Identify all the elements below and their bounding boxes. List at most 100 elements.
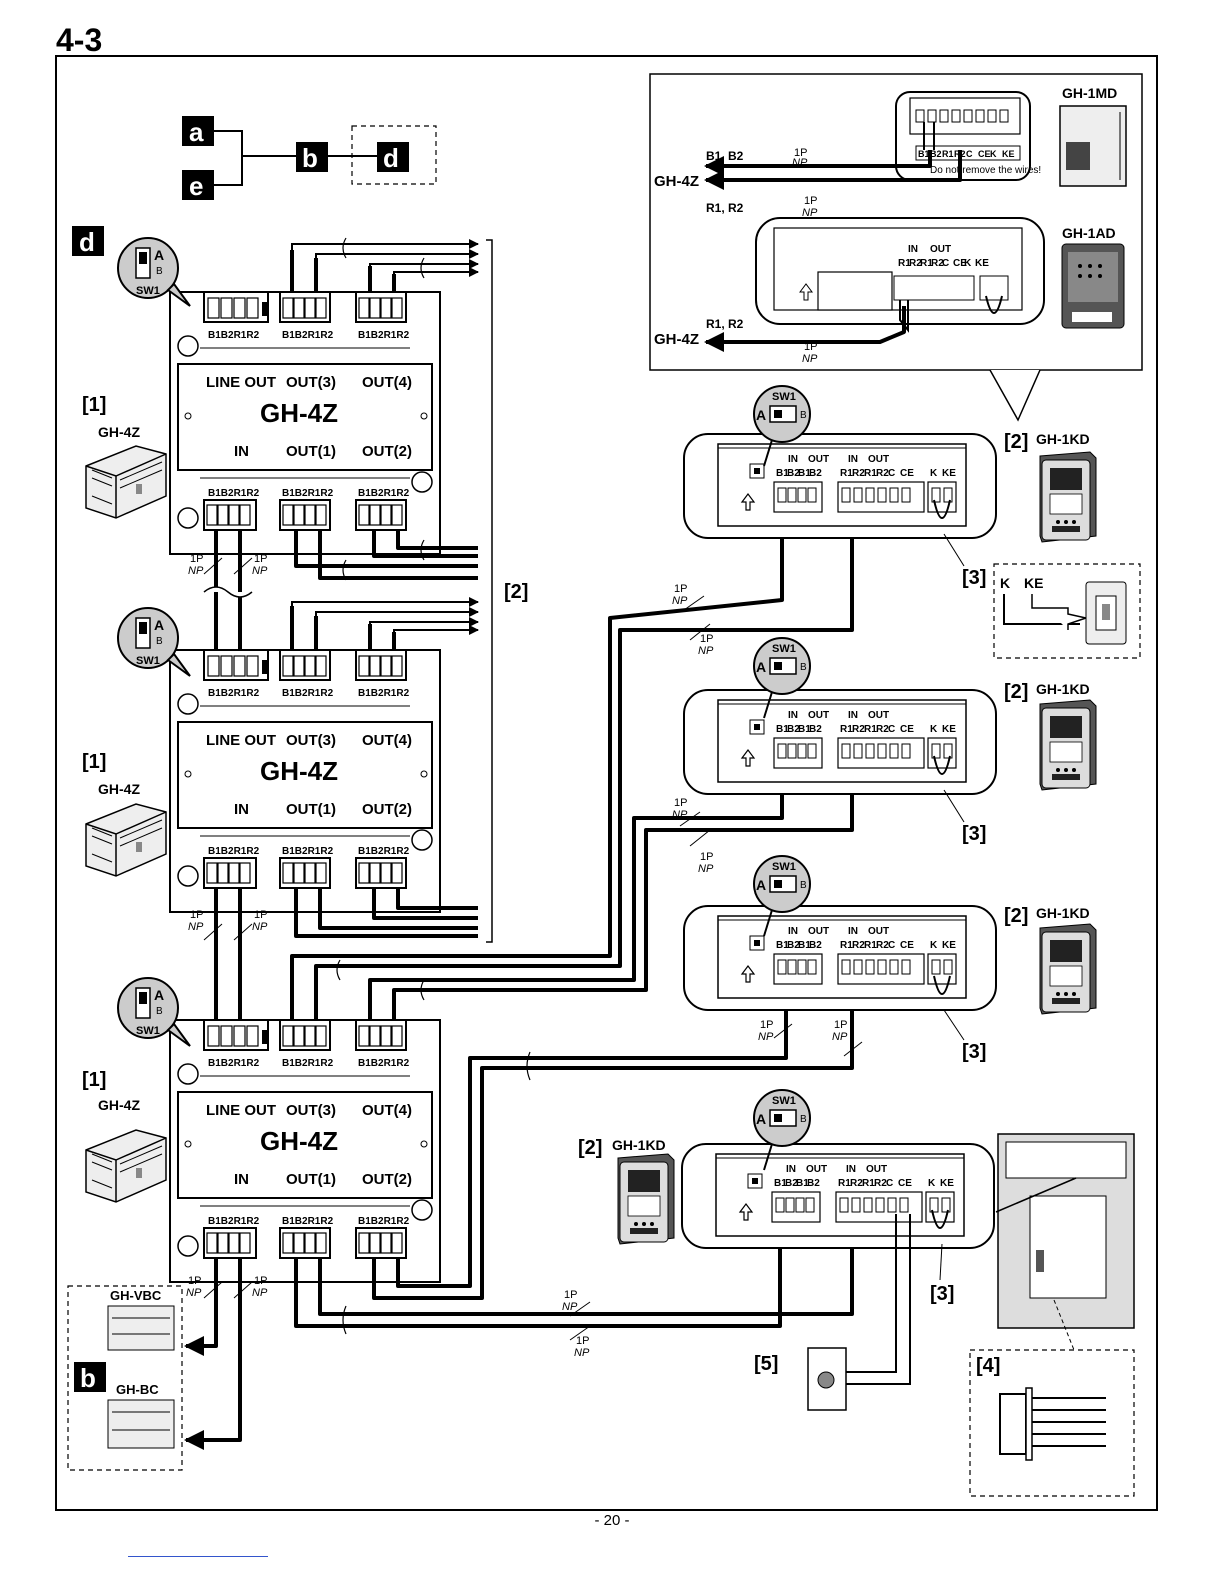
gh4z-label: GH-4Z [98, 781, 140, 797]
svg-text:GH-BC: GH-BC [116, 1382, 159, 1397]
gh1kd-picture [617, 1153, 675, 1245]
legend-flow: a b e d [182, 116, 437, 201]
sw1-switch-1 [117, 237, 191, 307]
bracket [486, 239, 493, 943]
svg-text:NP: NP [574, 1347, 590, 1359]
svg-text:[2]: [2] [578, 1137, 602, 1159]
svg-text:NP: NP [792, 157, 808, 169]
ref-1: [1] [82, 1069, 106, 1091]
gh4z-label: GH-4Z [98, 424, 140, 440]
md-terminal-label: C [966, 149, 973, 159]
ref-3: [3] [962, 567, 986, 589]
bus-label: B1, B2 [706, 149, 744, 163]
ad-terminal-label: R2 [931, 258, 944, 269]
ad-terminal-label: R1 [920, 258, 933, 269]
svg-text:[2]: [2] [1004, 681, 1028, 703]
ad-terminal-label: R2 [909, 258, 922, 269]
svg-text:IN: IN [908, 244, 918, 255]
svg-text:SW1: SW1 [772, 643, 796, 655]
ad-terminal-label: R1 [898, 258, 911, 269]
svg-text:A: A [756, 1111, 766, 1127]
gh1kd-panel-3 [683, 905, 997, 1011]
kd-sw1-bubbles: A B SW1 A B SW1 A B SW1 A [753, 385, 811, 1171]
gh1kd-panel-1 [683, 433, 997, 539]
riser-wires [203, 530, 253, 1299]
call-button-5: [5] [754, 1214, 911, 1411]
svg-text:1P: 1P [760, 1019, 773, 1031]
svg-text:NP: NP [802, 207, 818, 219]
svg-text:NP: NP [186, 1287, 202, 1299]
svg-text:B: B [800, 662, 807, 673]
legend-a: a [189, 117, 204, 147]
svg-text:NP: NP [672, 809, 688, 821]
monitor-unit-4: [4] [969, 1133, 1135, 1497]
gh4z-module-1 [169, 291, 441, 555]
svg-text:[2]: [2] [1004, 431, 1028, 453]
ke-loops [931, 499, 965, 1281]
gh4z-module-2 [169, 649, 441, 913]
svg-text:GH-4Z: GH-4Z [654, 331, 699, 348]
md-terminal-label: KE [1002, 149, 1015, 159]
svg-text:1P: 1P [190, 553, 203, 565]
svg-text:NP: NP [802, 353, 818, 365]
gh4z-picture-3 [85, 1129, 167, 1203]
svg-text:GH-1KD: GH-1KD [612, 1137, 666, 1153]
svg-text:1P: 1P [564, 1289, 577, 1301]
svg-text:[2]: [2] [1004, 905, 1028, 927]
svg-text:B: B [800, 410, 807, 421]
svg-text:1P: 1P [834, 1019, 847, 1031]
wires-to-indoor [290, 510, 863, 1341]
gh1md-label: GH-1MD [1062, 85, 1117, 101]
outgoing-wires-top [290, 237, 479, 292]
svg-text:GH-1KD: GH-1KD [1036, 681, 1090, 697]
ad-terminal-label: KE [975, 258, 989, 269]
page-number: - 20 - [594, 1512, 630, 1529]
svg-text:NP: NP [562, 1301, 578, 1313]
svg-text:NP: NP [758, 1031, 774, 1043]
gh4z-picture-2 [85, 803, 167, 877]
svg-text:NP: NP [698, 863, 714, 875]
svg-text:1P: 1P [188, 1275, 201, 1287]
ref-1: [1] [82, 751, 106, 773]
ref-3: [3] [962, 823, 986, 845]
svg-text:B: B [800, 1114, 807, 1125]
svg-text:GH-1KD: GH-1KD [1036, 431, 1090, 447]
k-ke-callout: K KE [993, 563, 1141, 659]
ad-terminal-label: CE [953, 258, 967, 269]
ref-1: [1] [82, 394, 106, 416]
svg-text:1P: 1P [674, 583, 687, 595]
svg-text:1P: 1P [794, 147, 807, 159]
svg-text:1P: 1P [254, 909, 267, 921]
svg-text:OUT: OUT [930, 244, 951, 255]
gh4z-module-3 [169, 1019, 441, 1283]
svg-text:1P: 1P [254, 553, 267, 565]
gh1kd-picture [1039, 451, 1097, 543]
gh1kd-picture [1039, 923, 1097, 1015]
svg-text:KE: KE [1024, 575, 1043, 591]
outgoing-wires-top2 [290, 597, 479, 650]
to-gh4z-label: GH-4Z [654, 173, 699, 190]
gh1kd-picture [1039, 699, 1097, 791]
page-title: 4-3 [56, 22, 103, 58]
svg-text:NP: NP [832, 1031, 848, 1043]
section-tag-d: d [72, 226, 104, 257]
riser-label: R1, R2 [706, 201, 744, 215]
svg-text:A: A [756, 407, 766, 423]
md-terminal-label: B1 [918, 149, 930, 159]
svg-text:[5]: [5] [754, 1353, 778, 1375]
svg-text:1P: 1P [700, 633, 713, 645]
svg-text:[4]: [4] [976, 1355, 1000, 1377]
gh1md-picture [1059, 105, 1127, 187]
svg-text:1P: 1P [576, 1335, 589, 1347]
gh1md-note: Do not remove the wires! [930, 165, 1041, 176]
svg-text:1P: 1P [804, 195, 817, 207]
svg-text:A: A [756, 659, 766, 675]
gh1ad-label: GH-1AD [1062, 225, 1116, 241]
svg-text:d: d [79, 227, 95, 257]
gh4z-picture-1 [85, 445, 167, 519]
md-terminal-label: B2 [930, 149, 942, 159]
svg-text:R1, R2: R1, R2 [706, 317, 744, 331]
svg-text:NP: NP [252, 921, 268, 933]
svg-text:NP: NP [252, 565, 268, 577]
